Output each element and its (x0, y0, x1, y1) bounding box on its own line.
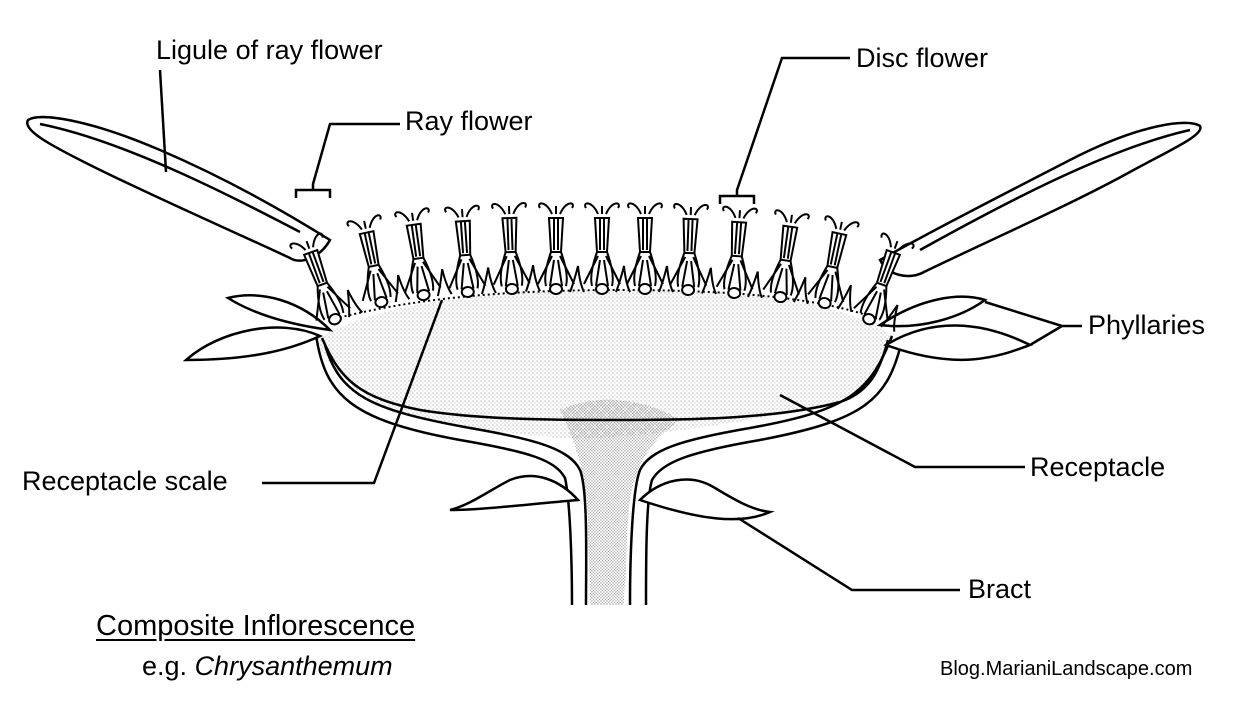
label-ray-flower: Ray flower (405, 106, 533, 136)
ray-ligule-left (25, 115, 332, 262)
label-receptacle: Receptacle (1030, 452, 1166, 482)
phyllaries-right (876, 295, 1034, 362)
label-phyllaries: Phyllaries (1088, 310, 1206, 340)
leader-lines (158, 56, 1082, 592)
label-disc-flower: Disc flower (856, 43, 989, 73)
label-ligule-of-ray-flower: Ligule of ray flower (156, 35, 383, 65)
credit-text: Blog.MarianiLandscape.com (940, 658, 1193, 680)
ray-ligule-right (878, 121, 1202, 278)
caption-example: e.g. Chrysanthemum (142, 650, 393, 682)
caption-example-genus: Chrysanthemum (194, 651, 393, 681)
label-receptacle-scale: Receptacle scale (22, 466, 228, 496)
bracts (449, 474, 775, 521)
phyllaries-left (182, 294, 334, 362)
label-bract: Bract (968, 574, 1032, 604)
caption-title: Composite Inflorescence (96, 610, 416, 642)
receptacle-body (316, 290, 892, 439)
caption-example-prefix: e.g. (142, 651, 188, 681)
